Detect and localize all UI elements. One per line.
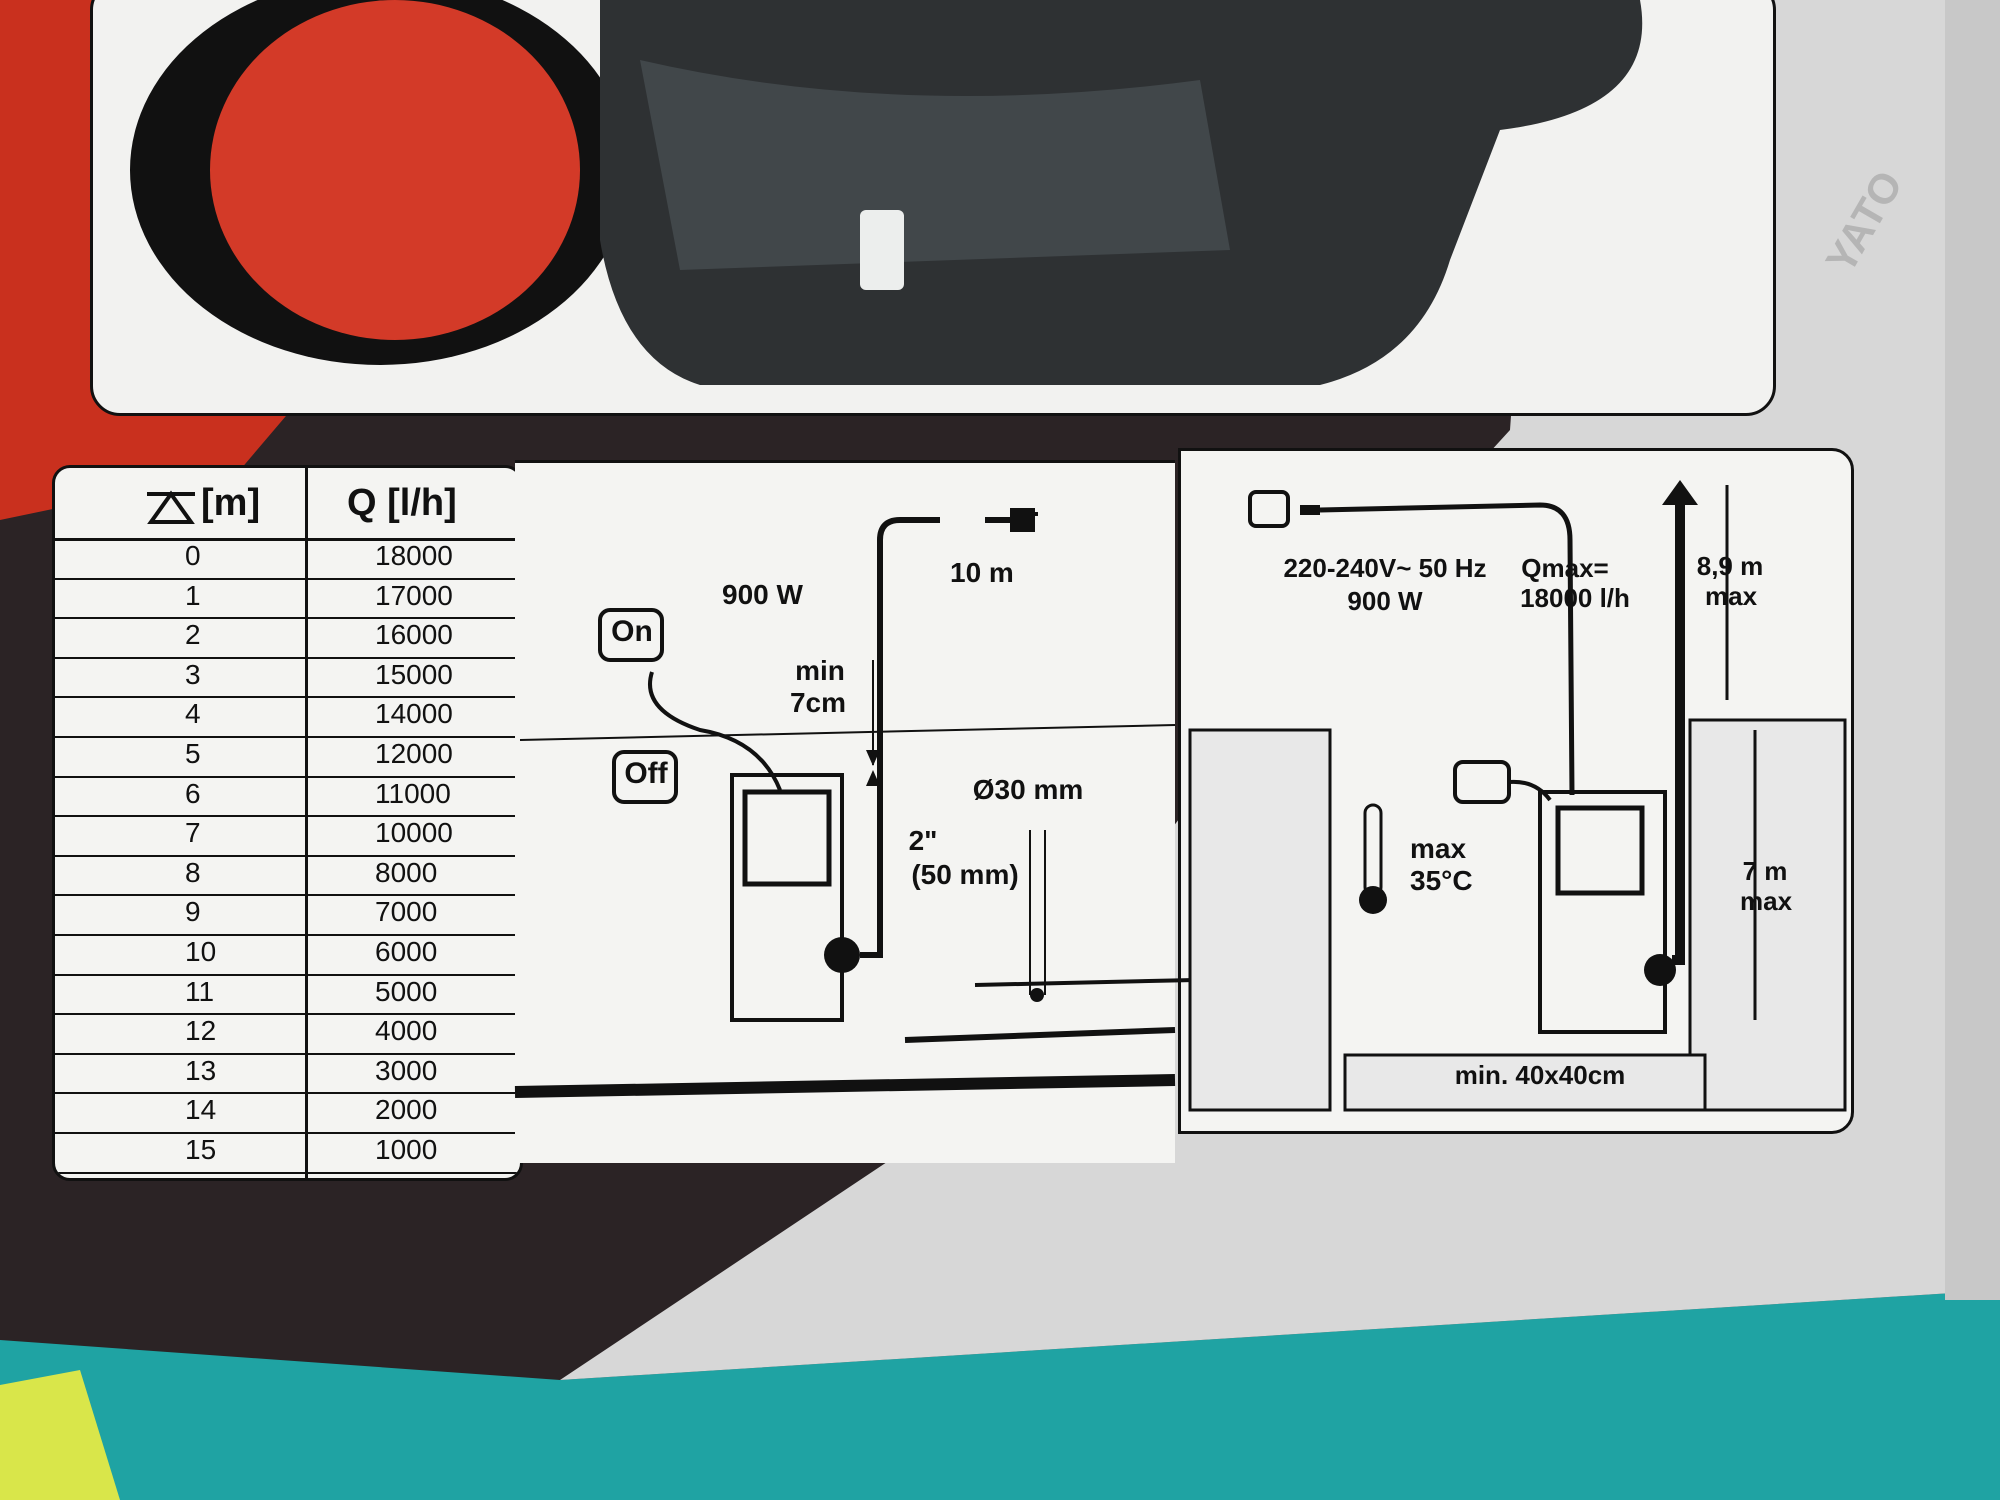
height-cell: 14 bbox=[185, 1094, 217, 1126]
height-cell: 1 bbox=[185, 579, 201, 611]
max-depth-label-line1: 7 m bbox=[1742, 856, 1788, 886]
height-cell: 4 bbox=[185, 698, 201, 730]
table-row: 7 10000 bbox=[55, 815, 520, 857]
power-label-2: 900 W bbox=[1347, 586, 1423, 616]
height-cell: 3 bbox=[185, 658, 201, 690]
flow-cell: 16000 bbox=[375, 619, 453, 651]
flow-cell: 6000 bbox=[375, 936, 438, 967]
table-row: 10 6000 bbox=[55, 934, 520, 976]
height-cell: 9 bbox=[185, 896, 201, 928]
height-cell: 13 bbox=[185, 1054, 217, 1086]
flow-cell: 14000 bbox=[375, 698, 453, 730]
table-row: 6 11000 bbox=[55, 776, 520, 818]
cable-length-label: 10 m bbox=[950, 557, 1014, 588]
height-cell: 10 bbox=[185, 936, 217, 967]
table-row: 14 2000 bbox=[55, 1092, 520, 1134]
qmax-label-line1: Qmax= bbox=[1521, 553, 1609, 583]
height-cell: 2 bbox=[185, 619, 201, 651]
flow-cell: 11000 bbox=[375, 777, 451, 809]
table-row: 13 3000 bbox=[55, 1053, 520, 1095]
flow-cell: 4000 bbox=[375, 1015, 438, 1047]
flow-cell: 8000 bbox=[375, 856, 438, 888]
table-row: 4 14000 bbox=[55, 696, 520, 738]
installation-diagram-submerged bbox=[515, 460, 1175, 1163]
table-row: 8 8000 bbox=[55, 855, 520, 897]
height-cell: 0 bbox=[185, 540, 201, 571]
max-head-label-line2: max bbox=[1705, 581, 1758, 611]
flow-cell: 3000 bbox=[375, 1054, 438, 1086]
flow-cell: 7000 bbox=[375, 896, 438, 928]
voltage-label: 220-240V~ 50 Hz bbox=[1283, 553, 1487, 583]
min-level-label-line1: min bbox=[795, 655, 845, 686]
hose-size-label-line2: (50 mm) bbox=[911, 859, 1019, 890]
head-height-label: [m] bbox=[201, 482, 261, 524]
flow-cell: 17000 bbox=[375, 579, 453, 611]
table-row: 5 12000 bbox=[55, 736, 520, 778]
off-label: Off bbox=[624, 757, 668, 790]
height-cell: 11 bbox=[185, 975, 215, 1007]
flow-label: Q [l/h] bbox=[347, 482, 457, 524]
pit-size-label: min. 40x40cm bbox=[1454, 1060, 1626, 1090]
table-row: 1 17000 bbox=[55, 578, 520, 620]
on-label: On bbox=[611, 615, 653, 648]
height-cell: 6 bbox=[185, 777, 201, 809]
table-row: 0 18000 bbox=[55, 538, 520, 580]
table-header: [m] Q [l/h] bbox=[55, 468, 520, 541]
height-cell: 8 bbox=[185, 856, 201, 888]
flow-cell: 1000 bbox=[375, 1134, 438, 1165]
table-row: 12 4000 bbox=[55, 1013, 520, 1055]
qmax-label-line2: 18000 l/h bbox=[1520, 583, 1630, 613]
height-cell: 15 bbox=[185, 1134, 217, 1165]
particle-size-label: Ø30 mm bbox=[972, 774, 1084, 805]
max-temp-label-line2: 35°C bbox=[1410, 865, 1473, 896]
table-row: 2 16000 bbox=[55, 617, 520, 659]
head-height-icon bbox=[147, 490, 195, 524]
max-depth-label-line2: max bbox=[1740, 886, 1793, 916]
flow-cell: 18000 bbox=[375, 540, 453, 571]
table-row: 9 7000 bbox=[55, 894, 520, 936]
table-column-divider bbox=[305, 468, 308, 1178]
flow-cell: 12000 bbox=[375, 738, 453, 769]
max-head-label-line1: 8,9 m bbox=[1696, 551, 1764, 581]
table-row: 15 1000 bbox=[55, 1132, 520, 1174]
table-row: 3 15000 bbox=[55, 657, 520, 699]
table-row: 11 5000 bbox=[55, 974, 520, 1016]
height-cell: 5 bbox=[185, 738, 201, 769]
height-cell: 7 bbox=[185, 817, 201, 849]
max-temp-label-line1: max bbox=[1410, 833, 1467, 864]
flow-cell: 5000 bbox=[375, 975, 438, 1007]
pump-product-image bbox=[130, 0, 1643, 385]
flow-cell: 15000 bbox=[375, 658, 453, 690]
flow-cell: 2000 bbox=[375, 1094, 438, 1126]
hose-size-label-line1: 2" bbox=[908, 825, 938, 856]
flow-cell: 10000 bbox=[375, 817, 453, 849]
height-cell: 12 bbox=[185, 1015, 217, 1047]
power-label-1: 900 W bbox=[722, 579, 803, 610]
min-level-label-line2: 7cm bbox=[789, 687, 847, 718]
